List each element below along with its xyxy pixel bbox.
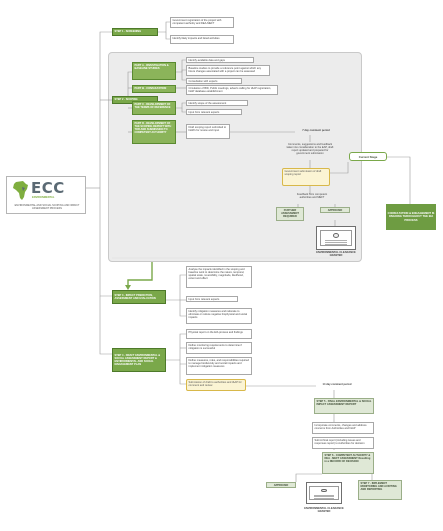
- scoping-note-2: Baseline studies to provide a reference …: [186, 65, 270, 76]
- consultation-box: CONSULTATION & ENGAGEMENT IS ONGOING THR…: [386, 204, 436, 230]
- clearance-certificate-2: [306, 482, 342, 504]
- step2-part-c: PART C - DEVELOPMENT OF THE TERMS OF REF…: [132, 101, 176, 115]
- scoping-note-5: Identify scope of the assessment: [186, 100, 248, 106]
- step1-note-1: Government registration of the project w…: [170, 17, 234, 28]
- scoping-note-1: Identify available data and gaps: [186, 57, 254, 63]
- step3-note-1: Analyse the impacts identified in the sc…: [186, 266, 252, 288]
- connector-step1-b: [165, 32, 170, 40]
- step4-note-2: Define monitoring requirements to determ…: [186, 342, 252, 354]
- fourteen-day-comment-period: 14 day comment period: [322, 383, 352, 386]
- step6-approved-box: APPROVED: [266, 482, 296, 488]
- step4-submission: Submission of draft to authorities and I…: [186, 379, 246, 391]
- seal-icon: [320, 488, 327, 493]
- step7-box: STEP 7 - IMPLEMENT MONITORING AND AUDITI…: [358, 480, 402, 500]
- connector-logo-step3: [99, 188, 112, 297]
- step1-note-2: Identify likely impacts and listed activ…: [170, 35, 234, 44]
- seven-day-comment-period: 7 day comment period: [302, 129, 330, 132]
- scoping-note-3: Consultation with experts: [186, 78, 242, 84]
- step2-approved-box: APPROVED: [320, 207, 350, 213]
- seal-icon: [332, 232, 339, 238]
- connector-logo-step4: [99, 296, 112, 355]
- current-stage-marker: Current Stage: [349, 152, 387, 161]
- ecc-logo: ECC ENVIRONMENTAL ENVIRONMENTAL AND SOCI…: [6, 176, 86, 214]
- step3-note-3: Identify mitigation measures and rationa…: [186, 308, 252, 324]
- connector-logo-step1: [99, 31, 112, 188]
- step3-note-2: Input from relevant experts: [186, 296, 238, 302]
- step2-part-a: PART A - INVESTIGATION & BASELINE STUDIE…: [132, 62, 176, 80]
- comments-note: Comments, suggestions and feedback taken…: [286, 143, 334, 156]
- clearance-label-2: ENVIRONMENTAL CLEARANCE GRANTED: [304, 507, 344, 513]
- step5-box: STEP 5 - FINAL ENVIRONMENTAL & SOCIAL IM…: [314, 398, 374, 414]
- clearance-label-1: ENVIRONMENTAL CLEARANCE GRANTED: [316, 251, 356, 257]
- step2-part-b: PART B - CONSULTATION: [132, 85, 176, 93]
- step4-note-1: Physical report on the EIA process and f…: [186, 329, 252, 339]
- africa-map-icon: [13, 181, 28, 200]
- further-assessment-box: FURTHER ASSESSMENT REQUIRED: [276, 207, 304, 221]
- scoping-note-4: Circulation of BID, Public meetings, adv…: [186, 85, 278, 95]
- step3-box: STEP 3 - IMPACT PREDICTION, ASSESSMENT A…: [112, 290, 166, 304]
- scoping-note-6: Input from relevant experts: [186, 109, 242, 115]
- process-title: ENVIRONMENTAL AND SOCIAL SCOPING AND IMP…: [14, 204, 80, 210]
- logo-tagline: ENVIRONMENTAL: [32, 196, 55, 199]
- logo-brand: ECC: [31, 179, 65, 197]
- step2-part-d: PART D - DEVELOPMENT OF THE SCOPING REPO…: [132, 120, 176, 144]
- scoping-note-7: Draft scoping report submitted to I&APs …: [186, 124, 230, 139]
- step5-note-1: Incorporate comments, changes and addres…: [312, 422, 374, 434]
- step4-note-3: Define measures, roles, and responsibili…: [186, 357, 252, 375]
- gov-submission-note: Government submission of draft scoping r…: [282, 168, 330, 186]
- step4-box: STEP 4 - DRAFT ENVIRONMENTAL & SOCIAL AS…: [112, 348, 166, 372]
- step5-note-2: Submit final report (including issues an…: [312, 437, 374, 449]
- step1-box: STEP 1 - SCREENING: [112, 28, 158, 36]
- connector-step1-a: [158, 21, 170, 33]
- current-stage-arrow: [127, 262, 153, 288]
- clearance-certificate-1: [316, 226, 356, 250]
- feedback-note: Feedback from competent authorities and …: [296, 193, 328, 200]
- step6-box: STEP 6 - COMPETENT AUTHORITY & DEA - MEF…: [322, 452, 374, 474]
